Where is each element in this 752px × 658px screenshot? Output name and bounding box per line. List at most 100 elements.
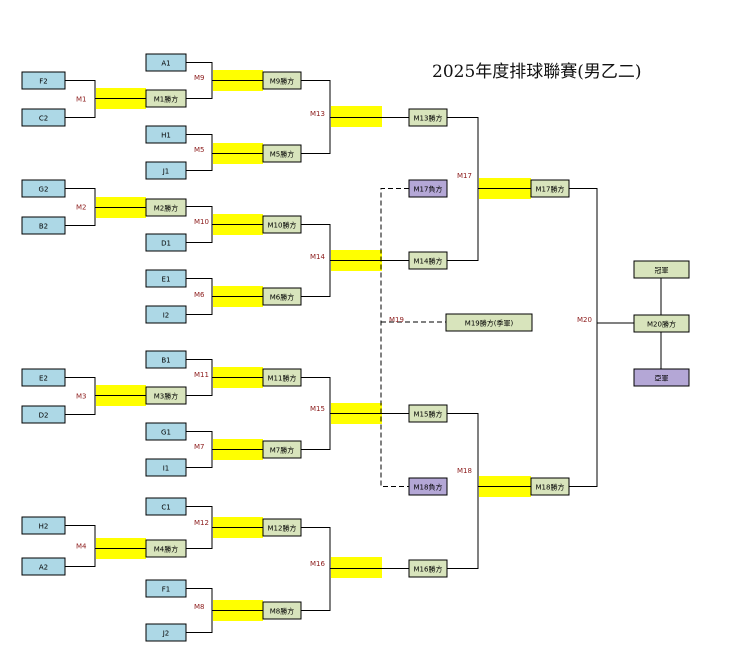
winner-box-M11: M11勝方 (262, 368, 302, 387)
winner-box-M2: M2勝方 (145, 198, 187, 217)
team-box-B1: B1 (145, 350, 187, 369)
bracket-M16 (301, 527, 331, 611)
winner-box-M20-label: M20勝方 (647, 320, 676, 329)
bracket-M19 (380, 188, 409, 487)
match-label-M16: M16 (310, 560, 325, 568)
bracket-M17 (447, 117, 479, 261)
loser-box-M18-label: M18負方 (414, 483, 443, 492)
loser-box-M18: M18負方 (408, 477, 448, 496)
match-label-M15: M15 (310, 405, 325, 413)
winner-box-M17-label: M17勝方 (536, 185, 565, 194)
team-boxes: F2C2M1勝方G2B2M2勝方E2D2M3勝方H2A2M4勝方A1M9勝方H1… (21, 53, 690, 642)
winner-box-M11-label: M11勝方 (268, 374, 297, 383)
team-box-E2: E2 (21, 368, 66, 387)
team-box-D1-label: D1 (161, 240, 171, 248)
team-box-E1-label: E1 (162, 276, 171, 284)
winner-box-M3-label: M3勝方 (154, 392, 179, 401)
match-label-M13: M13 (310, 110, 325, 118)
winner-box-M1: M1勝方 (145, 89, 187, 108)
team-box-E1: E1 (145, 269, 187, 288)
match-label-M10: M10 (194, 218, 209, 226)
team-box-D1: D1 (145, 233, 187, 252)
winner-box-M13: M13勝方 (408, 108, 448, 127)
winner-box-M4-label: M4勝方 (154, 545, 179, 554)
team-box-J2: J2 (145, 623, 187, 642)
bracket-M4 (65, 525, 96, 567)
team-box-D2: D2 (21, 405, 66, 424)
team-box-F2: F2 (21, 71, 66, 90)
winner-box-M8: M8勝方 (262, 601, 302, 620)
team-box-J1: J1 (145, 161, 187, 180)
match-label-M14: M14 (310, 253, 325, 261)
highlight-M13 (331, 106, 382, 127)
winner-box-M7-label: M7勝方 (270, 446, 295, 455)
team-box-I2-label: I2 (163, 312, 170, 320)
match-label-M17: M17 (457, 172, 472, 180)
winner-box-M18: M18勝方 (530, 477, 570, 496)
team-box-J1-label: J1 (162, 168, 170, 176)
winner-box-M12-label: M12勝方 (268, 524, 297, 533)
winner-box-M12: M12勝方 (262, 518, 302, 537)
winner-box-M3: M3勝方 (145, 386, 187, 405)
winner-box-M18-label: M18勝方 (536, 483, 565, 492)
runner-up-box: 亞軍 (633, 368, 690, 387)
winner-box-M1-label: M1勝方 (154, 95, 179, 104)
team-box-D2-label: D2 (39, 412, 49, 420)
team-box-A2: A2 (21, 557, 66, 576)
match-label-M7: M7 (194, 443, 205, 451)
bracket-M20 (569, 188, 598, 487)
match-label-M3: M3 (76, 393, 87, 401)
winner-box-M9: M9勝方 (262, 71, 302, 90)
winner-box-M6-label: M6勝方 (270, 293, 295, 302)
match-label-M5: M5 (194, 146, 205, 154)
winner-box-M5: M5勝方 (262, 144, 302, 163)
winner-box-M19: M19勝方(季軍) (445, 313, 533, 332)
winner-box-M19-label: M19勝方(季軍) (465, 319, 514, 328)
winner-box-M16: M16勝方 (408, 559, 448, 578)
team-box-A2-label: A2 (39, 564, 48, 572)
bracket-M5 (186, 134, 213, 171)
match-label-M1: M1 (76, 96, 87, 104)
match-label-M8: M8 (194, 603, 205, 611)
bracket-M15 (301, 377, 331, 450)
team-box-F1: F1 (145, 579, 187, 598)
match-label-M11: M11 (194, 371, 209, 379)
team-box-J2-label: J2 (162, 630, 170, 638)
team-box-C2-label: C2 (39, 115, 48, 123)
highlight-layer (96, 70, 531, 621)
team-box-B2: B2 (21, 216, 66, 235)
match-label-M2: M2 (76, 204, 87, 212)
match-label-M4: M4 (76, 543, 87, 551)
runner-up-box-label: 亞軍 (655, 375, 669, 383)
team-box-H2-label: H2 (39, 523, 49, 531)
winner-box-M20: M20勝方 (633, 314, 690, 333)
champion-box-label: 冠軍 (655, 267, 669, 275)
team-box-H2: H2 (21, 516, 66, 535)
winner-box-M13-label: M13勝方 (414, 114, 443, 123)
highlight-M16 (331, 557, 382, 578)
winner-box-M8-label: M8勝方 (270, 607, 295, 616)
connector-lines (65, 62, 662, 633)
bracket-M18 (447, 413, 479, 569)
team-box-I1: I1 (145, 458, 187, 477)
winner-box-M16-label: M16勝方 (414, 565, 443, 574)
team-box-C1: C1 (145, 497, 187, 516)
match-label-M19: M19 (389, 316, 404, 324)
winner-box-M7: M7勝方 (262, 440, 302, 459)
team-box-G1-label: G1 (161, 429, 171, 437)
match-label-M12: M12 (194, 519, 209, 527)
team-box-G1: G1 (145, 422, 187, 441)
page-title: 2025年度排球聯賽(男乙二) (432, 62, 642, 82)
team-box-B2-label: B2 (39, 223, 48, 231)
winner-box-M17: M17勝方 (530, 179, 570, 198)
match-label-M9: M9 (194, 74, 205, 82)
bracket-M12 (186, 506, 213, 549)
team-box-B1-label: B1 (161, 357, 170, 365)
match-label-M6: M6 (194, 291, 205, 299)
loser-box-M17-label: M17負方 (414, 185, 443, 194)
team-box-C2: C2 (21, 108, 66, 127)
team-box-A1-label: A1 (161, 60, 170, 68)
champion-box: 冠軍 (633, 260, 690, 279)
team-box-A1: A1 (145, 53, 187, 72)
